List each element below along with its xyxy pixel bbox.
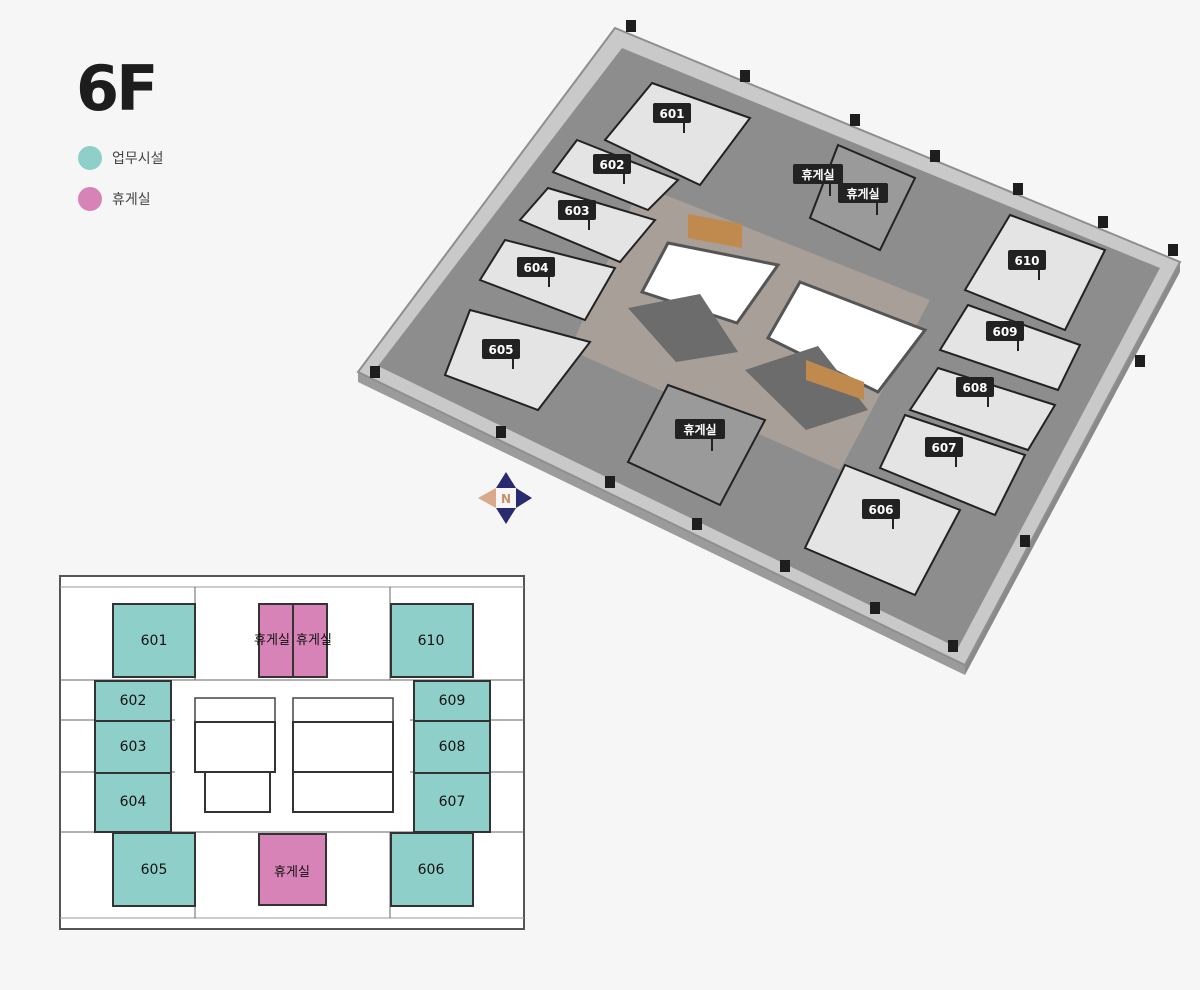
office-603-floor [518,186,657,264]
plan-void-west [194,721,276,773]
plan-room-lounge-south [258,833,327,906]
office-604-floor [478,238,617,322]
plan-room-601 [112,603,196,678]
plan-label-602: 602 [120,693,147,709]
plan-core [194,697,394,813]
plan-room-604 [94,772,172,833]
plan-label-lounge-south: 휴게실 [274,865,310,880]
plan-label-608: 608 [439,739,466,755]
plan-label-606: 606 [418,862,445,878]
plan-restroom-nw [194,697,276,723]
atrium-east [765,280,928,394]
compass: N [478,472,532,524]
floor-title: 6F [76,52,158,125]
office-609-floor [938,303,1082,392]
legend-item-office: 업무시설 [78,146,164,170]
plan-stair-west [204,771,271,813]
office-607-floor [878,413,1027,517]
legend-item-lounge: 휴게실 [78,187,164,211]
plan-room-607 [413,772,491,833]
iso-label-602: 602 [593,154,631,184]
iso-label-605: 605 [482,339,520,369]
plan-label-603: 603 [120,739,147,755]
iso-label-601: 601 [653,103,691,133]
iso-label-610: 610 [1008,250,1046,280]
office-602-floor [551,138,680,212]
iso-label-606: 606 [862,499,900,529]
plan-offices [94,603,491,907]
slab-edge-south [358,372,965,675]
plan-label-607: 607 [439,794,466,810]
compass-arrow-north [496,472,516,488]
svg-text:608: 608 [962,381,987,395]
stair-core-west [628,294,738,362]
legend-label-lounge: 휴게실 [112,192,151,208]
plan-room-602 [94,680,172,722]
iso-label-603: 603 [558,200,596,230]
svg-text:휴게실: 휴게실 [801,167,834,182]
slab-edge-east [965,262,1180,675]
plan-label-604: 604 [120,794,147,810]
compass-letter: N [501,492,511,506]
plan-room-lounge-north-2 [292,603,328,678]
svg-text:607: 607 [931,441,956,455]
legend-swatch-lounge [78,187,102,211]
legend-label-office: 업무시설 [112,151,164,167]
iso-label-609: 609 [986,321,1024,351]
iso-label-607: 607 [925,437,963,467]
svg-text:602: 602 [599,158,624,172]
plan-room-609 [413,680,491,722]
iso-label-lounge-north-1: 휴게실 [793,164,843,196]
plan-labels: 601 602 603 604 605 606 607 608 609 610 … [120,633,466,880]
svg-text:601: 601 [659,107,684,121]
svg-text:610: 610 [1014,254,1039,268]
svg-text:603: 603 [564,204,589,218]
plan-room-603 [94,720,172,774]
plan-label-lounge-north-1: 휴게실 [254,633,290,648]
svg-text:606: 606 [868,503,893,517]
plan-label-609: 609 [439,693,466,709]
plan-room-610 [390,603,474,678]
plan-label-605: 605 [141,862,168,878]
svg-text:604: 604 [523,261,548,275]
plan-label-610: 610 [418,633,445,649]
iso-label-lounge-south: 휴게실 [675,419,725,451]
plan-stair-east [292,771,394,813]
iso-label-604: 604 [517,257,555,287]
office-601-floor [603,81,752,187]
plan-restroom-ne [292,697,394,723]
legend-swatch-office [78,146,102,170]
legend: 업무시설 휴게실 [78,146,164,228]
compass-arrow-south [496,508,516,524]
svg-text:휴게실: 휴게실 [683,422,716,437]
iso-label-lounge-north-2: 휴게실 [838,183,888,215]
office-605-floor [443,308,592,412]
iso-label-608: 608 [956,377,994,407]
plan-label-601: 601 [141,633,168,649]
svg-text:605: 605 [488,343,513,357]
restroom-east [806,360,864,400]
lounge-south-floor [626,383,767,507]
compass-arrow-east [516,488,532,508]
office-610-floor [963,213,1107,332]
plan-room-605 [112,832,196,907]
stair-core-east [745,346,868,430]
plan-label-lounge-north-2: 휴게실 [296,633,332,648]
office-606-floor [803,463,962,597]
svg-text:609: 609 [992,325,1017,339]
compass-arrow-west [478,488,496,508]
svg-text:휴게실: 휴게실 [846,186,879,201]
restroom-west [688,214,742,248]
plan-void-east [292,721,394,773]
office-608-floor [908,366,1057,452]
perimeter-columns [370,20,1178,652]
